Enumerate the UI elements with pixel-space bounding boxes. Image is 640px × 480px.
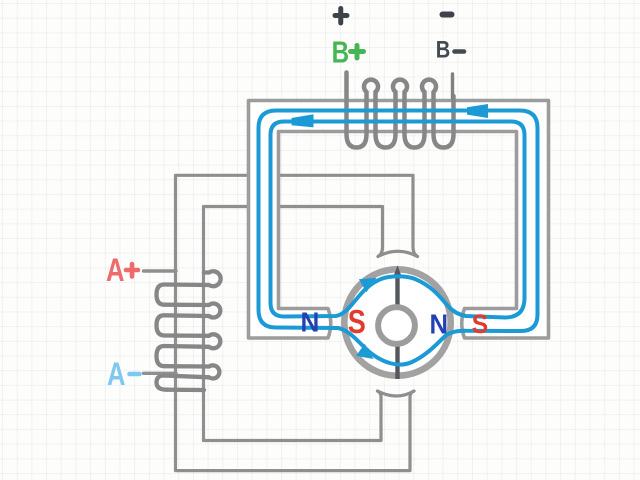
svg-text:A: A xyxy=(107,357,126,392)
svg-text:N: N xyxy=(301,307,320,338)
svg-text:N: N xyxy=(430,309,449,340)
svg-text:A: A xyxy=(106,253,125,288)
svg-text:B: B xyxy=(332,35,349,70)
svg-text:S: S xyxy=(472,310,488,339)
svg-text:B: B xyxy=(436,36,451,63)
svg-text:S: S xyxy=(348,305,366,341)
